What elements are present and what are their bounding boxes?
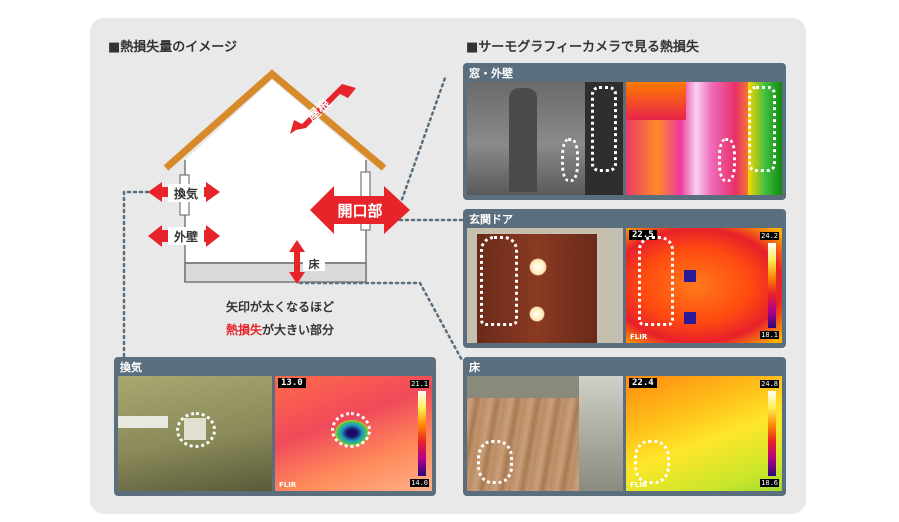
person-silhouette <box>509 88 537 192</box>
door-brand: FLIR <box>630 333 648 341</box>
thermal-cold-window <box>748 82 782 195</box>
thermal-cold-spot-2 <box>684 312 696 324</box>
right-heading: ■サーモグラフィーカメラで見る熱損失 <box>466 40 700 55</box>
vent-temp: 13.0 <box>278 378 306 388</box>
wall-label: 外壁 <box>173 230 198 244</box>
connector-vent <box>122 190 150 360</box>
ventilation-label: 換気 <box>173 187 198 201</box>
highlight-door-edge <box>480 236 518 326</box>
air-conditioner <box>118 416 168 428</box>
vent-scale: 21.1 14.0 <box>410 380 429 487</box>
door-scale: 24.2 18.1 <box>760 232 779 339</box>
thermal-hot-area <box>626 82 686 120</box>
card-door-title: 玄関ドア <box>469 213 513 226</box>
highlight-vent <box>176 412 216 448</box>
card-vent-title: 換気 <box>120 361 142 374</box>
door-scale-high: 24.2 <box>760 232 779 240</box>
door-light-upper <box>529 258 547 276</box>
caption-highlight: 熱損失 <box>225 323 262 337</box>
card-floor-title: 床 <box>469 361 480 374</box>
connector-window <box>398 76 447 207</box>
highlight-wall <box>561 138 579 182</box>
floor-temp: 22.4 <box>629 378 657 388</box>
highlight-door-thermal <box>638 236 674 326</box>
floor-band <box>184 262 367 283</box>
floor-thermal: 22.4 24.8 18.6 FLIR <box>626 376 782 491</box>
highlight-window <box>591 86 617 172</box>
door-photo <box>467 228 623 343</box>
highlight-floor-thermal <box>634 440 670 484</box>
card-floor: 床 22.4 24.8 18.6 FLIR <box>463 357 786 496</box>
highlight-window-thermal <box>748 86 776 172</box>
window-thermal <box>626 82 782 195</box>
roof <box>163 69 387 171</box>
caption-line-2: 熱損失が大きい部分 <box>180 321 380 338</box>
thermal-cold-spot-1 <box>684 270 696 282</box>
opening-arrow <box>310 186 410 234</box>
vent-photo <box>118 376 272 491</box>
roof-arrow <box>290 84 356 134</box>
vent-thermal: 13.0 21.1 14.0 FLIR <box>275 376 432 491</box>
floor-brand: FLIR <box>630 481 648 489</box>
opening-label: 開口部 <box>337 202 383 220</box>
card-window-title: 窓・外壁 <box>469 67 513 80</box>
floor-furniture <box>579 376 623 491</box>
door-light-lower <box>529 306 545 322</box>
connector-floor <box>298 281 465 364</box>
highlight-wall-thermal <box>718 138 736 182</box>
caption-line-2-rest: が大きい部分 <box>262 323 335 337</box>
floor-scale: 24.8 18.6 <box>760 380 779 487</box>
vent-scale-low: 14.0 <box>410 479 429 487</box>
caption: 矢印が太くなるほど 熱損失が大きい部分 <box>180 298 380 338</box>
door-scale-low: 18.1 <box>760 331 779 339</box>
card-door: 玄関ドア 22.5 24.2 18.1 FLIR <box>463 209 786 348</box>
highlight-vent-thermal <box>331 412 371 448</box>
left-heading: ■熱損失量のイメージ <box>108 40 238 55</box>
caption-line-1: 矢印が太くなるほど <box>225 300 334 314</box>
vent-scale-high: 21.1 <box>410 380 429 388</box>
door-temp: 22.5 <box>629 230 657 240</box>
floor-scale-high: 24.8 <box>760 380 779 388</box>
card-window: 窓・外壁 <box>463 63 786 200</box>
floor-arrow <box>289 240 305 284</box>
window-photo <box>467 82 623 195</box>
highlight-floor <box>477 440 513 484</box>
floor-label: 床 <box>308 258 320 271</box>
house-wall <box>185 80 366 282</box>
vent-brand: FLIR <box>279 481 297 489</box>
floor-photo <box>467 376 623 491</box>
door-thermal: 22.5 24.2 18.1 FLIR <box>626 228 782 343</box>
floor-scale-low: 18.6 <box>760 479 779 487</box>
card-vent: 換気 13.0 21.1 14.0 FLIR <box>114 357 436 496</box>
connector-lines <box>122 76 465 364</box>
